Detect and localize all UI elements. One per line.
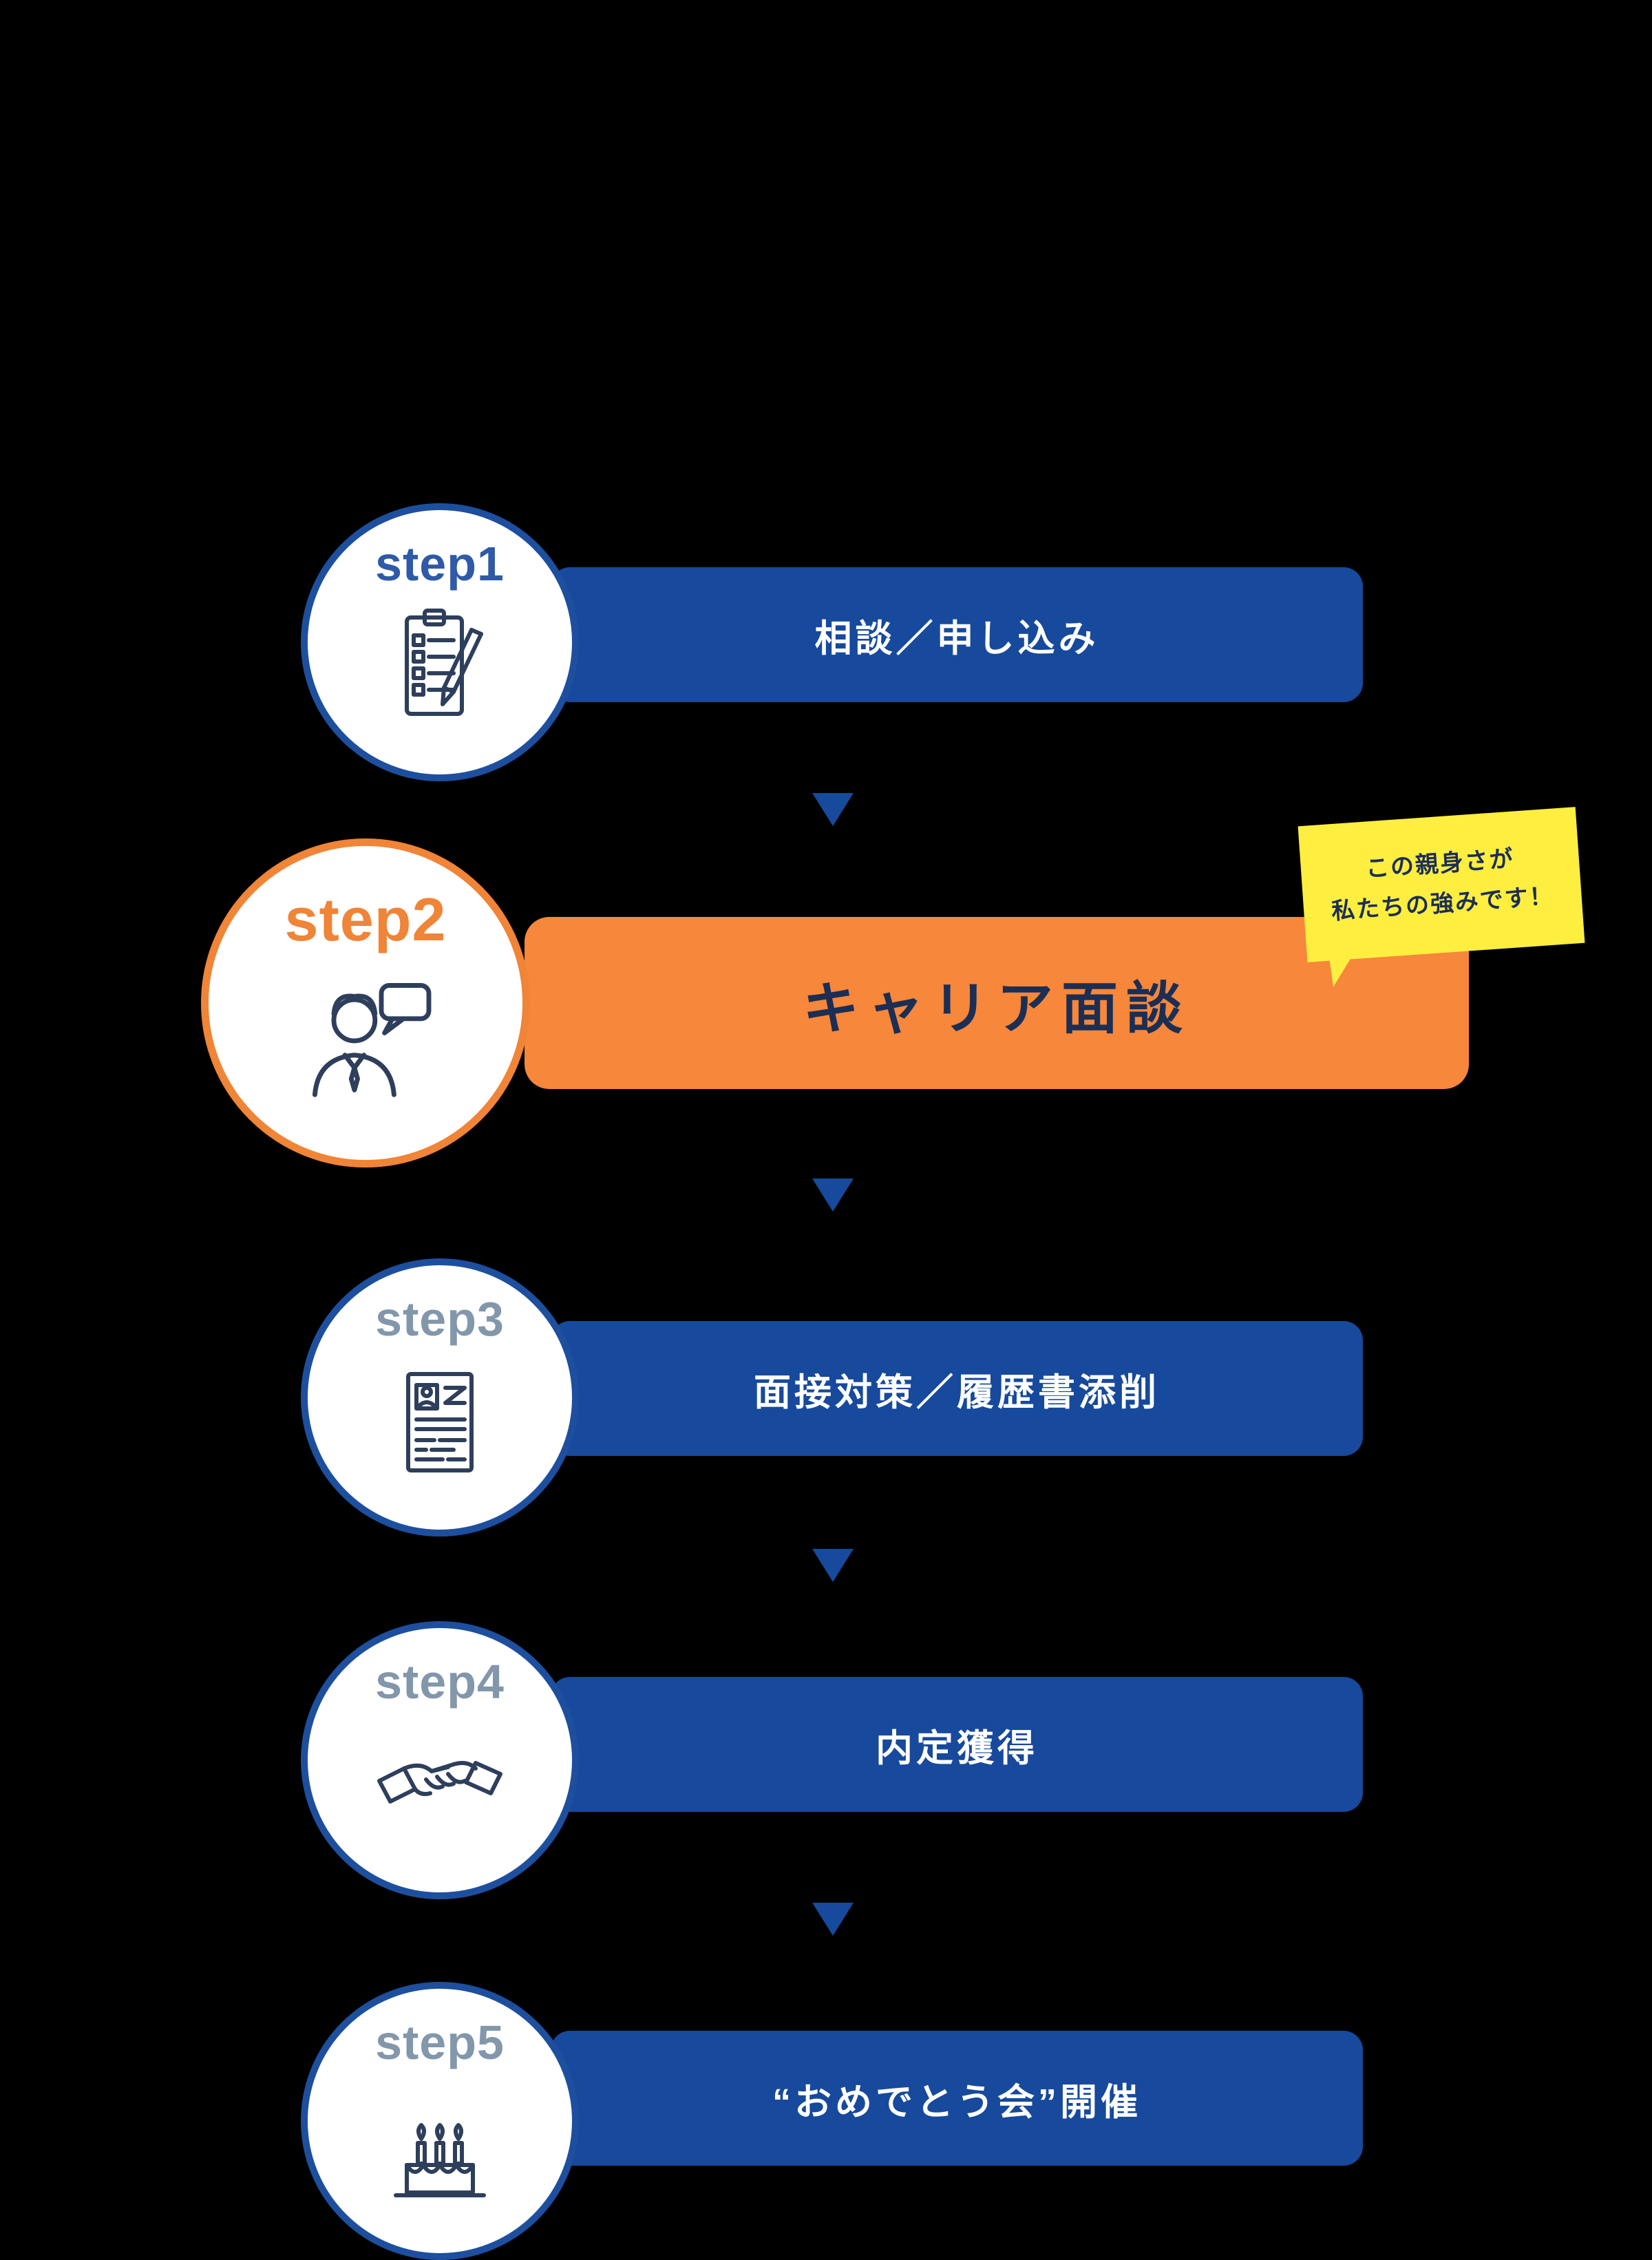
step1-bar-label: 相談／申し込み [814, 617, 1099, 659]
step2-bar-label: キャリア面談 [802, 977, 1191, 1040]
step4-bar-label: 内定獲得 [876, 1727, 1038, 1769]
counselor-speech-icon [312, 983, 432, 1097]
step2-bar: キャリア面談 [525, 917, 1469, 1089]
handshake-icon [377, 1761, 502, 1804]
step5-badge: step5 [301, 1982, 579, 2260]
step5-bar: “おめでとう会”開催 [551, 2031, 1363, 2166]
step3-bar-label: 面接対策／履歴書添削 [754, 1371, 1160, 1413]
flow-down-arrow-1 [812, 793, 854, 826]
step1-bar: 相談／申し込み [551, 567, 1363, 702]
step3-bar: 面接対策／履歴書添削 [551, 1321, 1363, 1456]
callout-line2: 私たちの強みです！ [1331, 883, 1555, 925]
birthday-cake-icon [394, 2123, 486, 2197]
step5-label: step5 [375, 2016, 505, 2069]
flow-down-arrow-2 [812, 1179, 854, 1212]
step4-badge: step4 [301, 1621, 579, 1899]
flow-down-arrow-4 [812, 1903, 854, 1936]
flow-down-arrow-3 [812, 1549, 854, 1582]
step3-badge: step3 [301, 1258, 579, 1536]
step1-badge: step1 [301, 503, 579, 781]
resume-document-icon [406, 1372, 474, 1472]
step4-bar: 内定獲得 [551, 1677, 1363, 1812]
step5-bar-label: “おめでとう会”開催 [772, 2081, 1141, 2123]
callout-tail [1326, 935, 1372, 987]
step2-badge: step2 [201, 838, 530, 1168]
clipboard-checklist-icon [405, 609, 483, 716]
step2-label: step2 [284, 885, 447, 953]
step1-label: step1 [375, 537, 505, 591]
step3-label: step3 [375, 1292, 505, 1346]
step4-label: step4 [375, 1655, 505, 1709]
